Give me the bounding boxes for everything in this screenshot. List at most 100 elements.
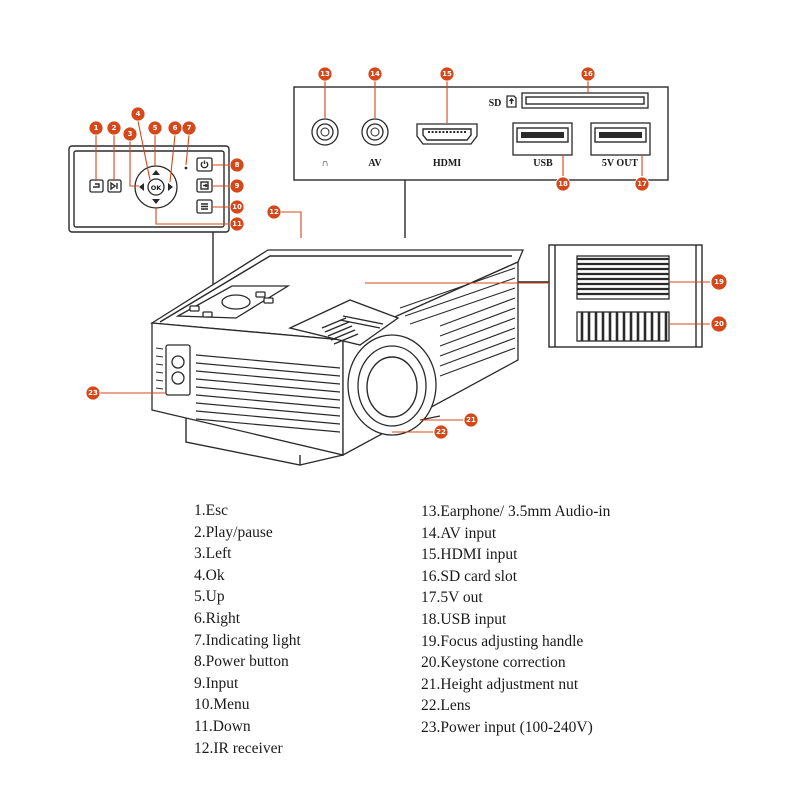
svg-text:3: 3 <box>128 130 133 138</box>
svg-text:4: 4 <box>136 110 141 118</box>
svg-text:10: 10 <box>232 203 242 211</box>
callout-8: 8 <box>229 157 245 173</box>
svg-text:19: 19 <box>714 278 724 286</box>
callout-22: 22 <box>433 424 449 440</box>
legend-item: 9.Input <box>194 674 239 692</box>
svg-text:21: 21 <box>466 416 476 424</box>
legend-item: 8.Power button <box>194 653 289 671</box>
play-pause-button-icon <box>107 179 122 193</box>
svg-text:14: 14 <box>370 70 380 78</box>
callout-13: 13 <box>317 66 333 82</box>
callout-6: 6 <box>167 120 183 136</box>
legend-item: 12.IR receiver <box>194 739 283 757</box>
dpad-icon <box>134 165 178 209</box>
svg-text:1: 1 <box>94 124 99 132</box>
focus-keystone-inset <box>548 244 703 348</box>
legend-item: 7.Indicating light <box>194 631 301 649</box>
callout-14: 14 <box>367 66 383 82</box>
svg-text:9: 9 <box>235 182 240 190</box>
legend-item: 19.Focus adjusting handle <box>421 632 584 650</box>
legend-item: 4.Ok <box>194 566 225 584</box>
legend-item: 17.5V out <box>421 589 483 607</box>
legend-item: 15.HDMI input <box>421 546 518 564</box>
svg-text:5: 5 <box>153 124 158 132</box>
svg-text:17: 17 <box>637 180 647 188</box>
callout-19: 19 <box>710 273 728 291</box>
hdmi-label: HDMI <box>433 158 461 169</box>
indicator-light-icon <box>184 166 188 170</box>
earphone-label: ∩ <box>321 158 328 169</box>
callout-2: 2 <box>106 120 122 136</box>
sd-card-icon <box>506 95 517 108</box>
usb-port-icon <box>512 122 573 156</box>
legend-item: 13.Earphone/ 3.5mm Audio-in <box>421 503 611 520</box>
svg-text:11: 11 <box>232 220 242 228</box>
av-jack-icon <box>361 118 389 146</box>
legend-item: 14.AV input <box>421 524 497 542</box>
callout-1: 1 <box>88 120 104 136</box>
focus-wheel-icon <box>576 255 670 300</box>
callout-leaders <box>95 81 710 433</box>
callout-17: 17 <box>634 176 650 192</box>
svg-text:12: 12 <box>269 208 279 216</box>
svg-text:13: 13 <box>320 70 330 78</box>
svg-text:16: 16 <box>583 70 593 78</box>
legend-item: 22.Lens <box>421 697 471 715</box>
sd-card-slot-icon <box>521 92 649 109</box>
callout-16: 16 <box>580 66 596 82</box>
callout-5: 5 <box>147 120 163 136</box>
usb-label: USB <box>533 158 553 169</box>
svg-text:6: 6 <box>173 124 178 132</box>
callout-7: 7 <box>181 120 197 136</box>
callout-10: 10 <box>229 199 245 215</box>
svg-text:15: 15 <box>442 70 452 78</box>
callout-15: 15 <box>439 66 455 82</box>
legend-item: 10.Menu <box>194 696 250 714</box>
svg-text:22: 22 <box>436 428 446 436</box>
menu-button-icon <box>196 199 213 214</box>
5v-out-port-icon <box>590 122 651 156</box>
legend-item: 5.Up <box>194 588 225 606</box>
legend-item: 21.Height adjustment nut <box>421 675 579 693</box>
svg-text:8: 8 <box>235 161 240 169</box>
projector-body <box>150 249 524 466</box>
legend-item: 23.Power input (100-240V) <box>421 718 593 736</box>
callout-11: 11 <box>229 216 245 232</box>
earphone-jack-icon <box>311 118 339 146</box>
input-button-icon <box>196 178 213 193</box>
svg-text:18: 18 <box>558 180 568 188</box>
svg-text:7: 7 <box>187 124 192 132</box>
legend-item: 16.SD card slot <box>421 567 518 585</box>
legend-item: 1.Esc <box>194 502 229 519</box>
legend-item: 20.Keystone correction <box>421 654 566 672</box>
callout-20: 20 <box>710 315 728 333</box>
lens-icon <box>347 334 437 436</box>
legend-right: 13.Earphone/ 3.5mm Audio-in 14.AV input … <box>421 501 610 739</box>
callout-4: 4 <box>130 106 146 122</box>
ok-label: OK <box>151 184 163 192</box>
callout-21: 21 <box>463 412 479 428</box>
hdmi-port-icon <box>416 123 478 145</box>
callout-18: 18 <box>555 176 571 192</box>
legend-item: 11.Down <box>194 717 251 735</box>
legend-item: 6.Right <box>194 609 241 627</box>
av-label: AV <box>368 158 382 169</box>
keystone-wheel-icon <box>576 311 670 342</box>
esc-button-icon <box>89 179 104 193</box>
legend-item: 3.Left <box>194 545 232 563</box>
svg-text:2: 2 <box>112 124 117 132</box>
sd-label: SD <box>489 98 502 109</box>
svg-text:23: 23 <box>88 389 98 397</box>
legend-item: 2.Play/pause <box>194 523 273 541</box>
callout-9: 9 <box>229 178 245 194</box>
port-panel-inset: ∩ AV HDMI SD USB <box>293 86 669 181</box>
5v-out-label: 5V OUT <box>602 158 639 169</box>
callout-23: 23 <box>85 385 101 401</box>
callout-3: 3 <box>122 126 138 142</box>
legend-item: 18.USB input <box>421 610 507 628</box>
control-panel-inset: OK <box>68 145 230 233</box>
power-button-icon <box>196 157 213 172</box>
svg-text:20: 20 <box>714 320 724 328</box>
